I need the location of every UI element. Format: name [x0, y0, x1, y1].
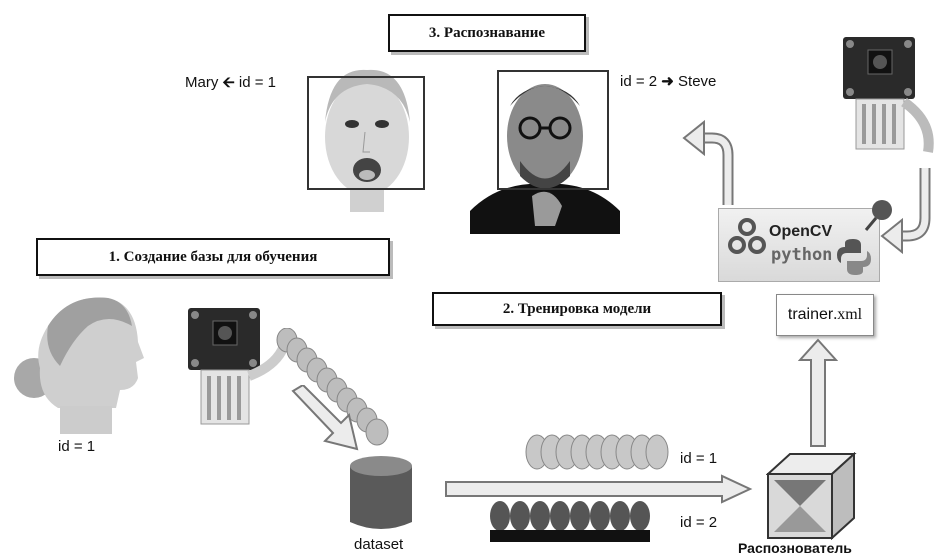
training-faces-id1: [525, 434, 669, 470]
label-steve: id = 2 ➜ Steve: [620, 73, 717, 90]
stage-recognition-title: 3. Распознавание: [388, 14, 586, 52]
mary-face-frame: [307, 76, 425, 190]
label-mary: Mary 🡨 id = 1: [185, 74, 276, 91]
steve-face: [470, 84, 620, 234]
mary-face: [325, 69, 410, 212]
trainer-name: trainer: [787, 306, 834, 323]
pushpin-icon: [864, 200, 892, 231]
arrow-opencv-to-recognition: [682, 119, 734, 205]
training-faces-id2: [490, 501, 650, 542]
arrow-right-icon: ➜: [661, 73, 674, 90]
stage-dataset-creation-title: 1. Создание базы для обучения: [36, 238, 390, 276]
steve-face-frame: [497, 70, 609, 190]
opencv-logo-icon: [728, 218, 766, 254]
recognizer-cube-icon: [766, 452, 857, 540]
label-training-id2: id = 2: [680, 514, 718, 531]
arrow-camera-to-opencv: [880, 168, 931, 255]
camera-module-capture: [188, 308, 286, 425]
camera-module-top: [843, 37, 934, 153]
opencv-text: OpenCV: [769, 223, 833, 240]
label-dataset: dataset: [354, 536, 404, 553]
python-text: python: [771, 245, 833, 265]
trainer-xml-file: trainer.xml: [776, 294, 874, 336]
dataset-database-icon: [350, 456, 412, 529]
person-profile: [14, 297, 145, 434]
label-person-id: id = 1: [58, 438, 96, 455]
captured-face-stream: [276, 328, 389, 446]
arrow-recognizer-to-trainer: [798, 338, 838, 447]
python-logo-icon: [837, 239, 871, 275]
label-training-id1: id = 1: [680, 450, 718, 467]
stage-training-title: 2. Тренировка модели: [432, 292, 722, 326]
arrow-dataset-to-recognizer: [445, 474, 753, 504]
opencv-python-block: OpenCV python: [718, 208, 880, 282]
label-recognizer: Распознователь: [738, 540, 852, 556]
trainer-ext: .xml: [833, 306, 863, 323]
arrow-camera-to-dataset: [291, 385, 359, 451]
arrow-left-icon: 🡨: [222, 74, 235, 91]
